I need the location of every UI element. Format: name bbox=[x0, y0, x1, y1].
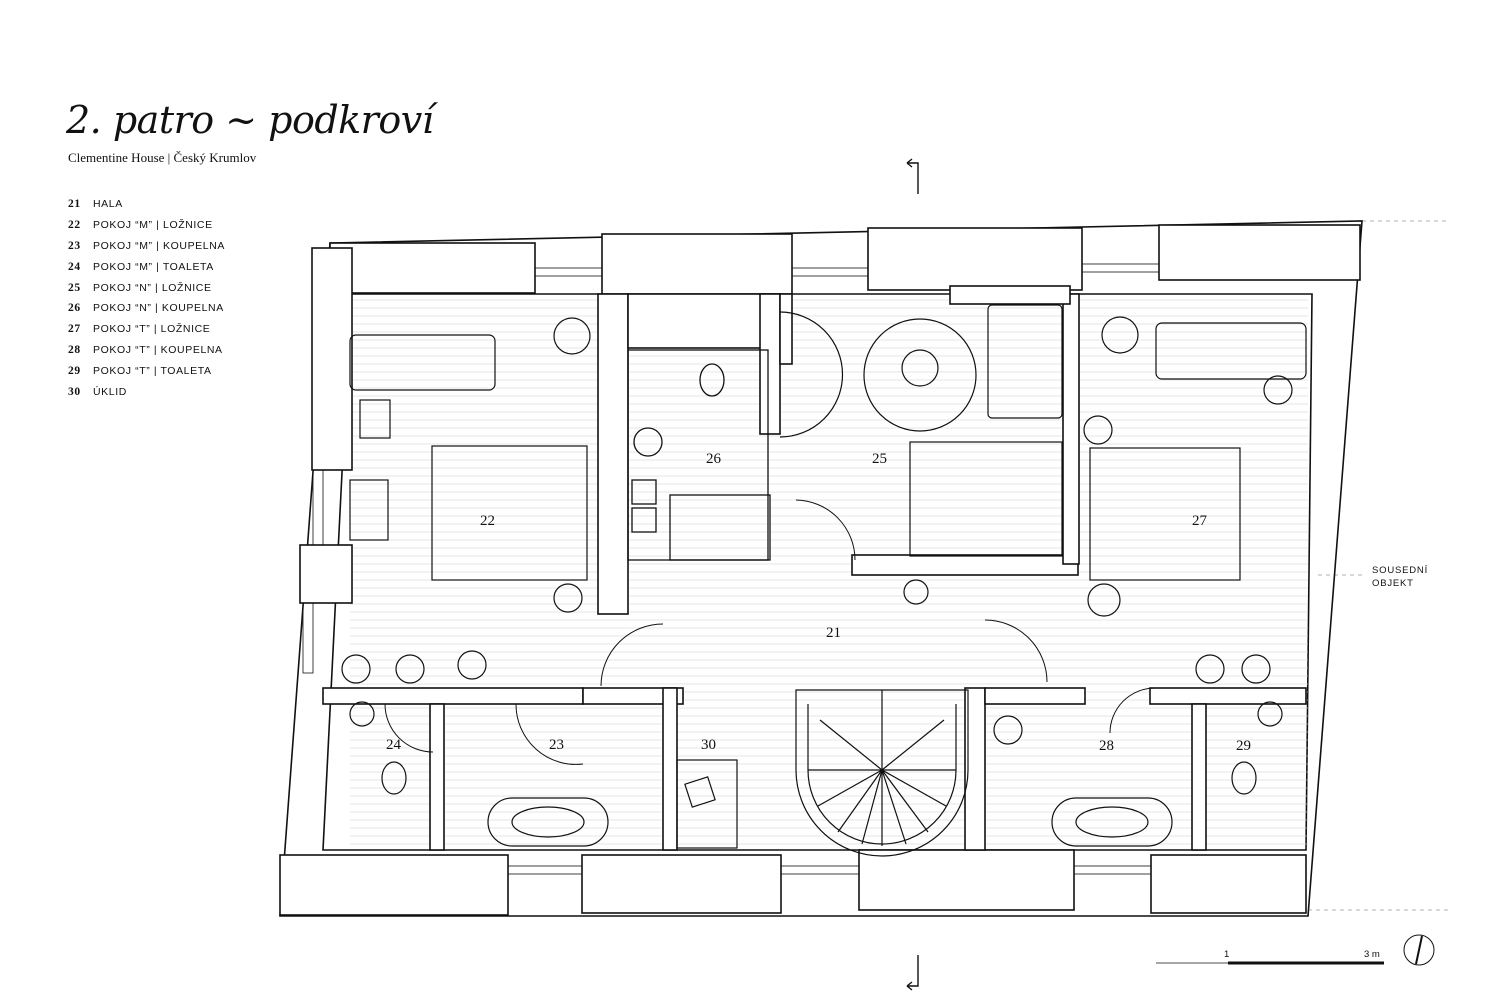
legend-num: 23 bbox=[68, 239, 81, 252]
legend-label: POKOJ “T” | KOUPELNA bbox=[93, 343, 223, 356]
legend-item: 25 POKOJ “N” | LOŽNICE bbox=[68, 277, 225, 298]
legend-item: 23 POKOJ “M” | KOUPELNA bbox=[68, 236, 225, 257]
property-lines bbox=[1308, 220, 1450, 911]
dormers-west bbox=[299, 247, 353, 604]
legend-item: 21 HALA bbox=[68, 194, 225, 215]
north-arrow-icon bbox=[1403, 934, 1435, 966]
legend-num: 28 bbox=[68, 343, 81, 356]
legend-label: POKOJ “M” | LOŽNICE bbox=[93, 219, 213, 232]
neighbor-note-line: OBJEKT bbox=[1372, 578, 1414, 589]
room-label-24: 24 bbox=[386, 737, 402, 753]
room-label-30: 30 bbox=[701, 737, 716, 753]
bedroom-27-furniture bbox=[1083, 316, 1307, 684]
legend-num: 22 bbox=[68, 219, 81, 232]
legend-label: POKOJ “M” | TOALETA bbox=[93, 260, 214, 273]
legend-num: 25 bbox=[68, 281, 81, 294]
dormers-bottom bbox=[279, 849, 1307, 916]
interior-walls bbox=[322, 285, 1307, 851]
legend-label: HALA bbox=[93, 198, 123, 211]
legend-item: 28 POKOJ “T” | KOUPELNA bbox=[68, 340, 225, 361]
section-marker-icon bbox=[906, 955, 919, 991]
room-label-29: 29 bbox=[1236, 738, 1251, 754]
dormers-top bbox=[329, 224, 1361, 295]
bedroom-25-furniture bbox=[779, 304, 1063, 605]
room-label-23: 23 bbox=[549, 737, 564, 753]
room-label-22: 22 bbox=[480, 513, 495, 529]
legend-label: POKOJ “M” | KOUPELNA bbox=[93, 239, 225, 252]
scale-start-label: 1 bbox=[1224, 949, 1230, 960]
room-label-28: 28 bbox=[1099, 738, 1114, 754]
page-subtitle: Clementine House | Český Krumlov bbox=[68, 150, 257, 165]
legend-label: POKOJ “N” | LOŽNICE bbox=[93, 281, 212, 294]
legend-item: 26 POKOJ “N” | KOUPELNA bbox=[68, 298, 225, 319]
neighbor-building-note: SOUSEDNÍ OBJEKT bbox=[1372, 564, 1428, 590]
scale-end-label: 3 m bbox=[1364, 949, 1380, 960]
legend-item: 30 ÚKLID bbox=[68, 381, 225, 402]
legend-item: 29 POKOJ “T” | TOALETA bbox=[68, 360, 225, 381]
legend-label: POKOJ “T” | LOŽNICE bbox=[93, 323, 211, 336]
legend-label: ÚKLID bbox=[93, 385, 127, 398]
spiral-stair bbox=[795, 689, 969, 857]
room-label-21: 21 bbox=[826, 625, 841, 641]
room-label-25: 25 bbox=[872, 451, 887, 467]
legend-item: 22 POKOJ “M” | LOŽNICE bbox=[68, 215, 225, 236]
windows bbox=[302, 263, 1160, 875]
bathroom-fixtures bbox=[349, 701, 1283, 849]
bedroom-22-furniture bbox=[341, 317, 591, 684]
room-label-27: 27 bbox=[1192, 513, 1208, 529]
legend-item: 27 POKOJ “T” | LOŽNICE bbox=[68, 319, 225, 340]
room-label-26: 26 bbox=[706, 451, 722, 467]
floor-area bbox=[350, 295, 1308, 850]
legend-num: 26 bbox=[68, 302, 81, 315]
legend-item: 24 POKOJ “M” | TOALETA bbox=[68, 256, 225, 277]
legend-label: POKOJ “N” | KOUPELNA bbox=[93, 302, 224, 315]
legend-num: 24 bbox=[68, 260, 81, 273]
page-title: 2. patro ~ podkroví bbox=[66, 98, 434, 142]
door-swings bbox=[384, 499, 1156, 765]
neighbor-note-line: SOUSEDNÍ bbox=[1372, 565, 1429, 576]
legend-label: POKOJ “T” | TOALETA bbox=[93, 364, 212, 377]
legend-num: 29 bbox=[68, 364, 81, 377]
section-marker-icon bbox=[906, 158, 919, 194]
legend-num: 30 bbox=[68, 385, 81, 398]
legend-num: 27 bbox=[68, 323, 81, 336]
bathroom-26 bbox=[627, 349, 771, 561]
legend-num: 21 bbox=[68, 198, 81, 211]
